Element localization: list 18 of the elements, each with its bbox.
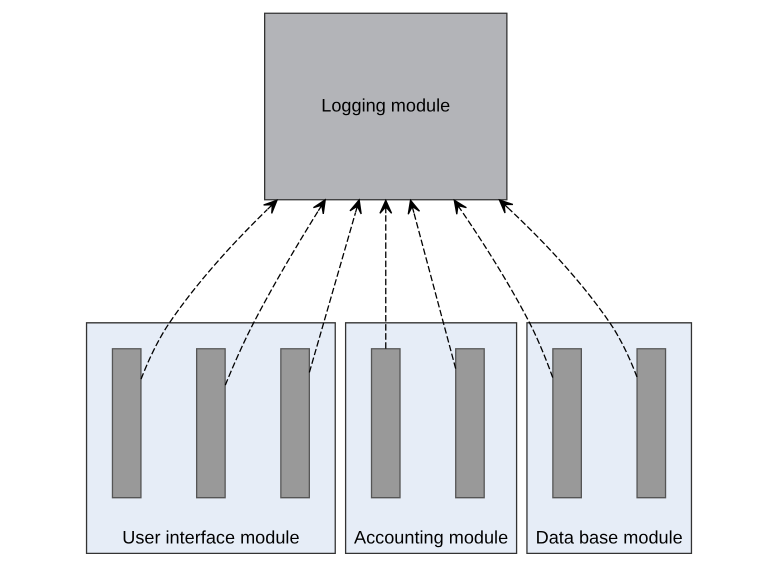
cluster: User interface module xyxy=(85,322,336,554)
node-bar xyxy=(636,348,666,498)
node-bar xyxy=(280,348,310,498)
arrow xyxy=(407,200,456,369)
node-box: Logging module xyxy=(264,12,508,200)
node-bar xyxy=(370,348,400,498)
arrow xyxy=(498,199,638,378)
arrow xyxy=(224,199,326,386)
arrow xyxy=(453,200,553,378)
cluster: Accounting module xyxy=(344,322,517,554)
node-bar xyxy=(552,348,582,498)
cluster: Data base module xyxy=(526,322,692,554)
node-bar xyxy=(111,348,142,498)
arrow xyxy=(378,200,392,349)
arrow xyxy=(308,199,362,373)
arrow xyxy=(140,200,278,380)
node-bar xyxy=(454,348,484,498)
node-bar xyxy=(196,348,226,498)
